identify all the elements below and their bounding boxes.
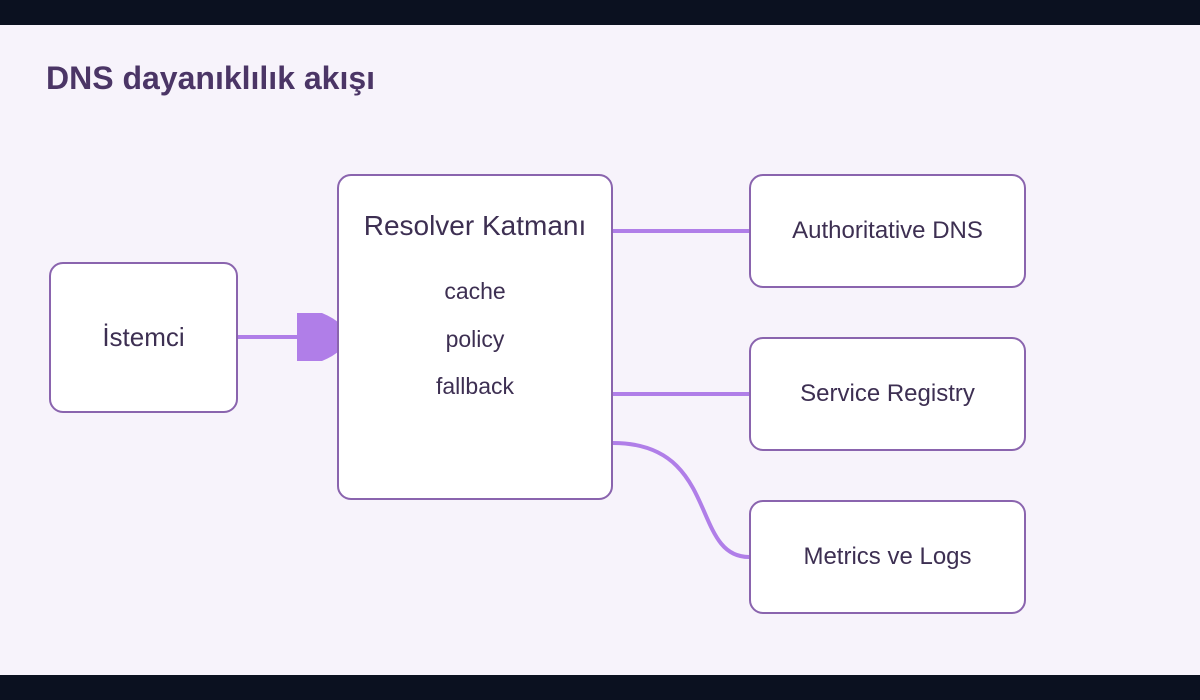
node-authoritative-dns[interactable]: Authoritative DNS	[749, 174, 1026, 288]
node-resolver-line-policy: policy	[445, 326, 505, 352]
edge-resolver-to-metrics	[612, 441, 750, 559]
node-resolver-line-fallback: fallback	[436, 373, 514, 399]
diagram-canvas: DNS dayanıklılık akışı İstemci Resolver …	[0, 25, 1200, 675]
node-metrics-logs-label: Metrics ve Logs	[803, 543, 972, 570]
node-service-registry-label: Service Registry	[800, 380, 975, 407]
diagram-title: DNS dayanıklılık akışı	[46, 60, 376, 96]
node-service-registry[interactable]: Service Registry	[749, 337, 1026, 451]
node-resolver-line-cache: cache	[444, 278, 506, 304]
edges-layer	[238, 229, 750, 559]
node-client-label: İstemci	[102, 322, 185, 352]
node-metrics-logs[interactable]: Metrics ve Logs	[749, 500, 1026, 614]
edge-client-to-resolver-arrowhead	[297, 313, 346, 361]
node-authoritative-dns-label: Authoritative DNS	[792, 217, 983, 244]
node-client[interactable]: İstemci	[49, 262, 238, 413]
node-resolver[interactable]: Resolver Katmanı cache policy fallback	[337, 174, 613, 500]
node-resolver-title: Resolver Katmanı	[363, 210, 587, 241]
